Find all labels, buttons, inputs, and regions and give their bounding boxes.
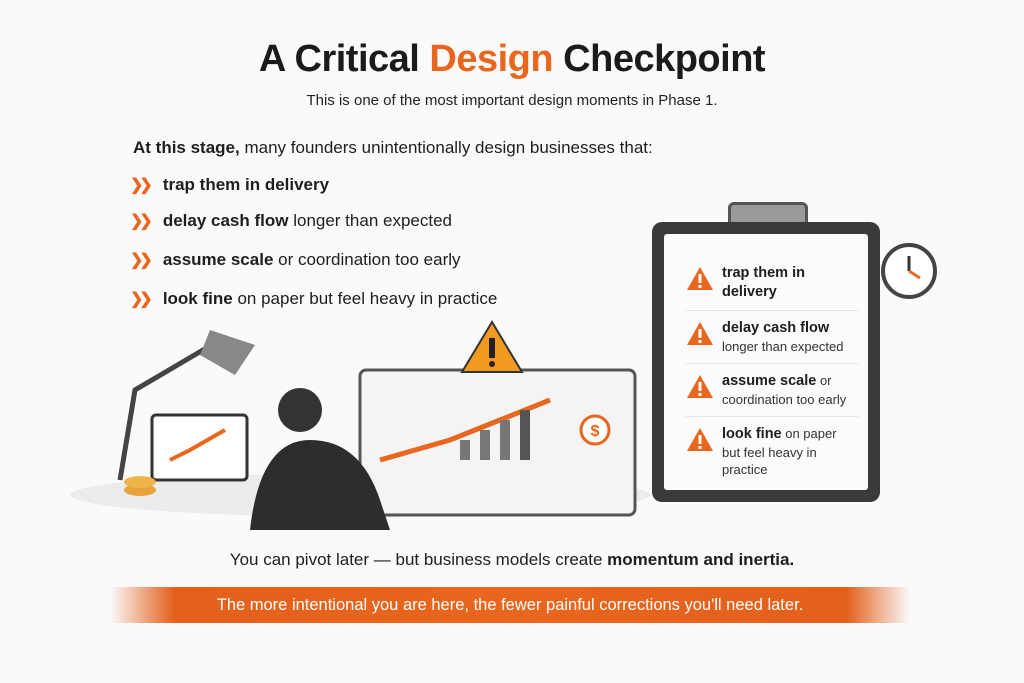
chevron-icon: ❯❯ bbox=[130, 291, 153, 308]
dollar-icon bbox=[579, 414, 611, 446]
chevron-icon: ❯❯ bbox=[130, 252, 153, 269]
warning-icon bbox=[687, 267, 713, 290]
warning-icon bbox=[687, 322, 713, 345]
pivot-statement: You can pivot later — but business model… bbox=[229, 550, 795, 569]
subtitle: This is one of the most important design… bbox=[306, 92, 718, 109]
page-title: A Critical Design Checkpoint bbox=[258, 38, 766, 80]
callout-banner: The more intentional you are here, the f… bbox=[110, 587, 910, 623]
bullet-item: ❯❯assume scale or coordination too early bbox=[130, 250, 461, 269]
person bbox=[278, 388, 322, 432]
chevron-icon: ❯❯ bbox=[130, 213, 153, 230]
bullet-item: ❯❯look fine on paper but feel heavy in p… bbox=[130, 289, 498, 308]
warning-icon bbox=[687, 428, 713, 451]
chevron-icon: ❯❯ bbox=[130, 177, 153, 194]
svg-text:$: $ bbox=[591, 423, 600, 440]
laptop bbox=[150, 413, 249, 482]
warning-icon bbox=[687, 375, 713, 398]
clock-icon bbox=[881, 243, 937, 299]
founder-desk-illustration: $ bbox=[70, 320, 650, 530]
bullet-item: ❯❯delay cash flow longer than expected bbox=[130, 211, 452, 230]
bullet-item: ❯❯trap them in delivery bbox=[130, 175, 330, 194]
intro-text: At this stage, many founders unintention… bbox=[133, 138, 653, 157]
desk-lamp bbox=[117, 337, 222, 481]
